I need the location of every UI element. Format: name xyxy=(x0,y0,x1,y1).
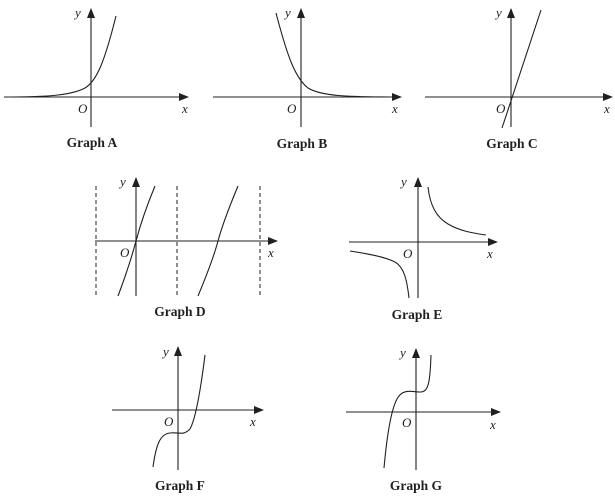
caption-graph-f: Graph F xyxy=(155,478,205,493)
y-axis-label: y xyxy=(398,345,406,360)
straight-line xyxy=(501,9,542,129)
exponential-growth-curve xyxy=(3,15,117,98)
y-axis-label: y xyxy=(399,174,407,189)
caption-graph-b: Graph B xyxy=(277,136,328,151)
origin-label: O xyxy=(78,101,88,116)
y-axis-label: y xyxy=(73,5,81,20)
graph-d: x y O Graph D xyxy=(95,174,278,319)
x-axis-label: x xyxy=(267,245,274,260)
graph-f: x y O Graph F xyxy=(112,344,264,493)
caption-graph-d: Graph D xyxy=(154,304,206,319)
graph-a: x y O Graph A xyxy=(3,5,189,150)
cubic-curve xyxy=(152,354,206,468)
origin-label: O xyxy=(403,246,413,261)
x-axis-label: x xyxy=(181,101,188,116)
caption-graph-c: Graph C xyxy=(486,136,537,151)
origin-label: O xyxy=(402,415,412,430)
x-axis-label: x xyxy=(603,101,610,116)
cubic-curve xyxy=(383,354,432,469)
x-axis-label: x xyxy=(486,246,493,261)
graph-c: x y O Graph C xyxy=(425,5,613,151)
origin-label: O xyxy=(287,101,297,116)
caption-graph-g: Graph G xyxy=(390,478,443,493)
x-axis-label: x xyxy=(249,414,256,429)
origin-label: O xyxy=(496,101,506,116)
caption-graph-e: Graph E xyxy=(392,307,443,322)
tangent-branch-2 xyxy=(197,185,239,297)
origin-label: O xyxy=(120,245,130,260)
exponential-decay-curve xyxy=(275,12,402,98)
origin-label: O xyxy=(164,414,174,429)
y-axis-label: y xyxy=(494,5,502,20)
caption-graph-a: Graph A xyxy=(67,135,118,150)
graph-b: x y O Graph B xyxy=(213,5,402,151)
hyperbola-lower-branch xyxy=(349,250,410,299)
x-axis-label: x xyxy=(391,101,398,116)
hyperbola-upper-branch xyxy=(427,186,487,236)
tangent-branch-1 xyxy=(117,185,156,297)
y-axis-label: y xyxy=(161,344,169,359)
y-axis-label: y xyxy=(283,5,291,20)
graph-g: x y O Graph G xyxy=(346,345,501,493)
x-axis-label: x xyxy=(489,417,496,432)
graph-e: x y O Graph E xyxy=(349,174,498,322)
y-axis-label: y xyxy=(118,174,126,189)
